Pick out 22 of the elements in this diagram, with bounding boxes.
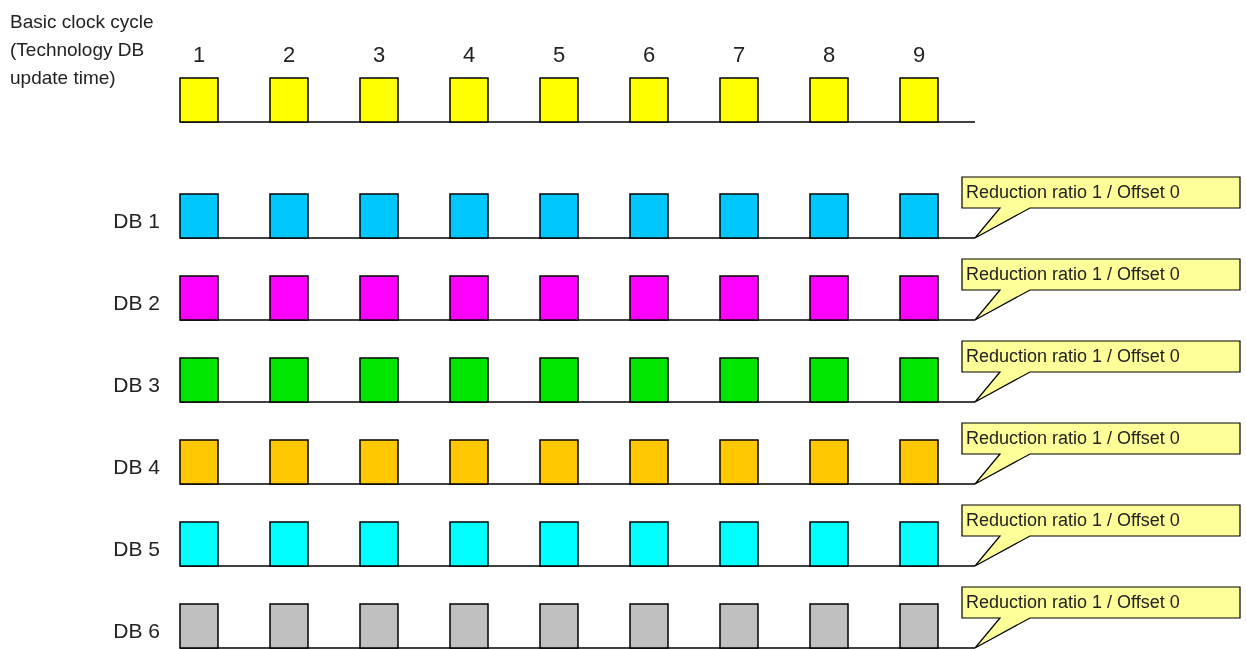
cycle-number: 1 xyxy=(191,42,207,67)
cycle-number: 5 xyxy=(551,42,567,67)
cycle-number: 4 xyxy=(461,42,477,67)
cycle-number: 6 xyxy=(641,42,657,67)
row-heading: Basic clock cycle (Technology DB update time) xyxy=(10,10,155,90)
row-label: DB 2 xyxy=(112,290,160,315)
callout-text: Reduction ratio 1 / Offset 0 xyxy=(966,509,1180,532)
callout-text: Reduction ratio 1 / Offset 0 xyxy=(966,181,1180,204)
cycle-number: 3 xyxy=(371,42,387,67)
callout-text: Reduction ratio 1 / Offset 0 xyxy=(966,591,1180,614)
row-label: DB 5 xyxy=(112,536,160,561)
callout-text: Reduction ratio 1 / Offset 0 xyxy=(966,427,1180,450)
callout-text: Reduction ratio 1 / Offset 0 xyxy=(966,345,1180,368)
cycle-number: 9 xyxy=(911,42,927,67)
row-label: DB 4 xyxy=(112,454,160,479)
cycle-number: 7 xyxy=(731,42,747,67)
cycle-number: 2 xyxy=(281,42,297,67)
cycle-number: 8 xyxy=(821,42,837,67)
row-label: DB 1 xyxy=(112,208,160,233)
callout-text: Reduction ratio 1 / Offset 0 xyxy=(966,263,1180,286)
row-label: DB 6 xyxy=(112,618,160,643)
row-label: DB 3 xyxy=(112,372,160,397)
